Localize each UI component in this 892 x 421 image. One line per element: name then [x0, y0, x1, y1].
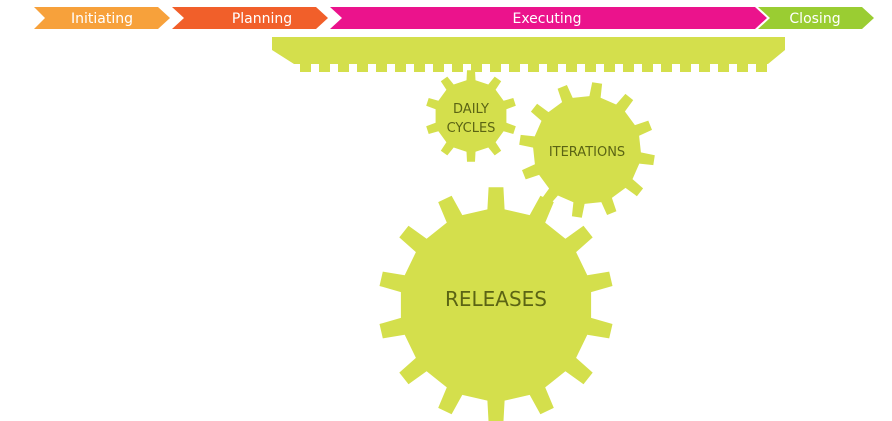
rack-tooth	[414, 63, 425, 72]
execution-rack	[272, 37, 785, 72]
phase-bar: Initiating Planning Executing Closing	[34, 7, 874, 29]
rack-tooth	[376, 63, 387, 72]
rack-tooth	[452, 63, 463, 72]
phase-planning-chevron	[172, 7, 328, 29]
daily-cycles-gear	[426, 70, 516, 162]
phase-executing-label: Executing	[512, 11, 581, 27]
rack-tooth	[604, 63, 615, 72]
rack-tooth	[642, 63, 653, 72]
rack-tooth	[471, 63, 482, 72]
iterations-label: ITERATIONS	[549, 145, 625, 160]
phase-initiating-chevron	[34, 7, 170, 29]
rack-tooth	[433, 63, 444, 72]
rack-tooth	[357, 63, 368, 72]
phase-closing-chevron	[758, 7, 874, 29]
phase-closing-label: Closing	[789, 11, 840, 27]
rack-tooth	[338, 63, 349, 72]
rack-tooth	[737, 63, 748, 72]
rack-tooth	[509, 63, 520, 72]
rack-tooth	[528, 63, 539, 72]
releases-label: RELEASES	[445, 287, 547, 311]
rack-tooth	[623, 63, 634, 72]
rack-tooth	[566, 63, 577, 72]
phase-planning-label: Planning	[232, 11, 292, 27]
rack-tooth	[661, 63, 672, 72]
daily-cycles-label-line1: DAILY	[453, 102, 489, 117]
rack-tooth	[547, 63, 558, 72]
rack-tooth	[490, 63, 501, 72]
daily-cycles-label-line2: CYCLES	[447, 121, 496, 136]
rack-body	[272, 37, 785, 64]
rack-tooth	[680, 63, 691, 72]
iterations-gear	[519, 82, 655, 218]
rack-teeth	[300, 63, 767, 72]
phase-initiating-label: Initiating	[71, 11, 133, 27]
rack-tooth	[699, 63, 710, 72]
rack-tooth	[395, 63, 406, 72]
rack-tooth	[300, 63, 311, 72]
phase-executing-chevron	[330, 7, 767, 29]
rack-tooth	[319, 63, 330, 72]
rack-tooth	[718, 63, 729, 72]
rack-tooth	[756, 63, 767, 72]
rack-tooth	[585, 63, 596, 72]
releases-gear	[379, 187, 613, 421]
